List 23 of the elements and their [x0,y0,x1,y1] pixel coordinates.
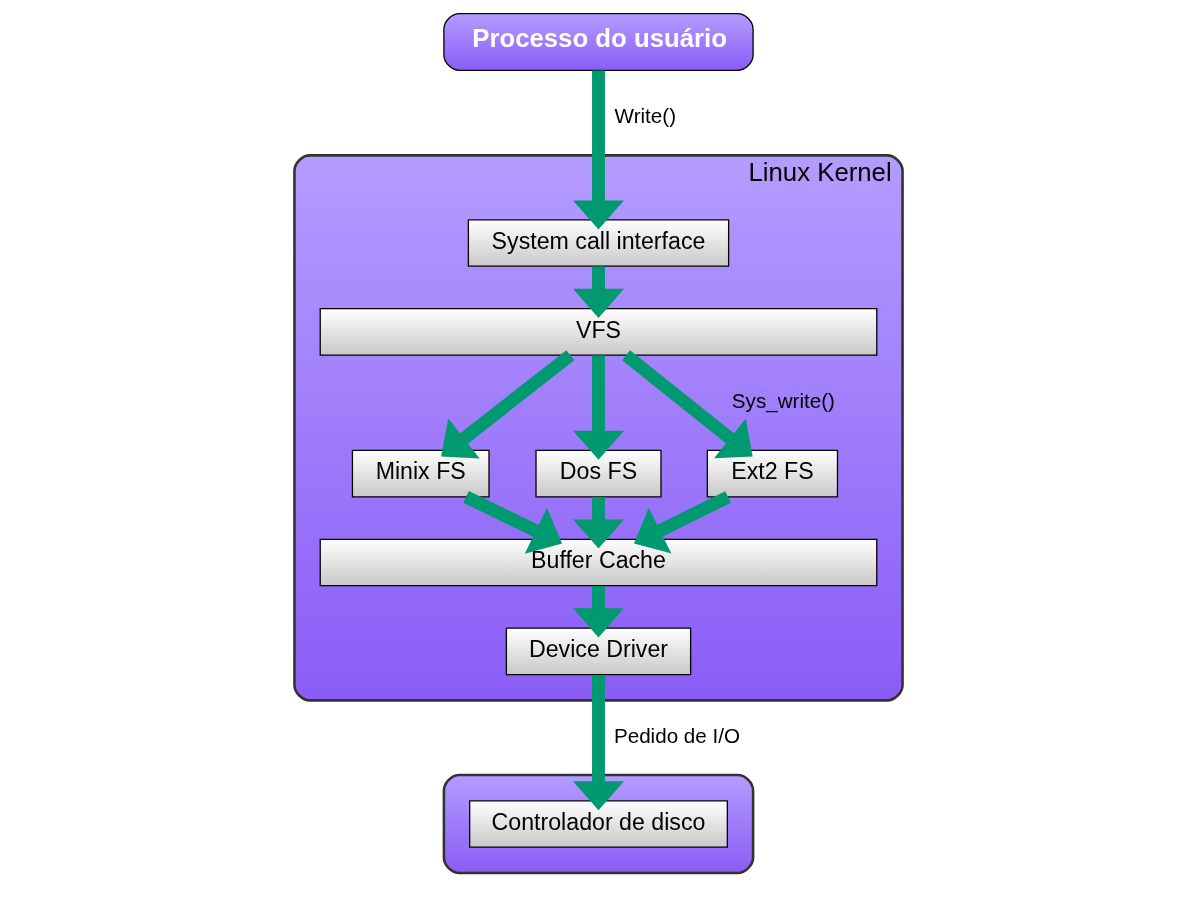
cluster [442,773,755,875]
edge-label: Write() [614,103,677,127]
arrow [573,266,624,318]
node-box: Dos FS [535,449,662,498]
node-box: System call interface [467,219,730,267]
edge-label: Pedido de I/O [613,723,740,747]
arrow [441,350,575,459]
arrow [622,350,753,459]
arrow [634,491,731,554]
node-box: Controlador de disco [469,800,728,848]
arrow [463,491,563,554]
node-box: Device Driver [505,627,692,676]
node-box: Minix FS [351,449,490,498]
node-box: Processo do usuário [443,13,754,72]
node-box: Buffer Cache [319,538,878,587]
arrow [573,355,624,460]
edge-label: Sys_write() [731,388,835,412]
node-box: VFS [319,308,878,356]
arrow [573,674,624,811]
node-box: Ext2 FS [706,449,839,498]
arrow [573,497,624,549]
arrow [573,70,624,230]
arrow [573,586,624,638]
